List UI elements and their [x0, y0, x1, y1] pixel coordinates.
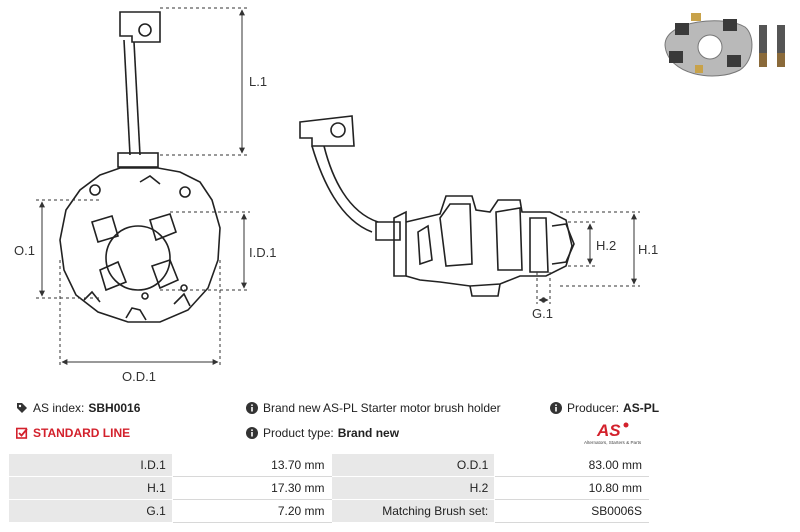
side-view-drawing: [299, 115, 575, 297]
info-icon: [246, 427, 258, 439]
spec-label: O.D.1: [330, 453, 496, 477]
matching-brush-set-link[interactable]: SB0006S: [494, 499, 649, 523]
producer-value: AS-PL: [623, 401, 660, 415]
spec-label: I.D.1: [8, 453, 173, 477]
side-view-dimensions: [536, 211, 640, 304]
spec-label: H.1: [8, 476, 173, 500]
as-pl-logo: AS Alternators, Starters & Parts: [584, 421, 642, 445]
spec-label: H.2: [330, 476, 496, 500]
info-icon: [246, 402, 258, 414]
as-index-value: SBH0016: [88, 401, 141, 415]
front-view-drawing: [59, 11, 221, 323]
spec-value: 17.30 mm: [171, 476, 332, 500]
dim-label-h2: H.2: [596, 238, 616, 253]
dim-label-id1: I.D.1: [249, 245, 276, 260]
spec-label: Matching Brush set:: [330, 499, 496, 523]
info-icon: [550, 402, 562, 414]
as-index-row: AS index: SBH0016: [16, 401, 140, 415]
standard-line-label: STANDARD LINE: [33, 426, 131, 440]
product-type-label: Product type:: [263, 426, 334, 440]
dim-label-h1: H.1: [638, 242, 658, 257]
technical-drawing: L.1 O.1 I.D.1 O.D.1 H.2 H.1 G.1: [14, 7, 658, 384]
description-row: Brand new AS-PL Starter motor brush hold…: [246, 401, 501, 415]
table-row: G.1 7.20 mm Matching Brush set: SB0006S: [8, 499, 649, 523]
spec-value: 83.00 mm: [494, 453, 649, 477]
product-description: Brand new AS-PL Starter motor brush hold…: [263, 401, 501, 415]
producer-row: Producer: AS-PL: [550, 401, 659, 415]
dim-label-g1: G.1: [532, 306, 553, 321]
tag-icon: [17, 403, 27, 413]
standard-line-row: STANDARD LINE: [16, 426, 130, 440]
producer-label: Producer:: [567, 401, 620, 415]
product-type-row: Product type: Brand new: [246, 426, 399, 440]
checkbox-icon: [16, 427, 28, 439]
spec-value: 10.80 mm: [494, 476, 649, 500]
table-row: H.1 17.30 mm H.2 10.80 mm: [8, 476, 649, 500]
spec-value: 13.70 mm: [171, 453, 332, 477]
logo-text: AS: [596, 421, 621, 440]
spec-value: 7.20 mm: [171, 499, 332, 523]
dim-label-o1: O.1: [14, 243, 35, 258]
spec-label: G.1: [8, 499, 173, 523]
logo-caption: Alternators, Starters & Parts: [584, 440, 642, 445]
product-photo: [655, 5, 797, 85]
front-view-dimensions: [36, 7, 250, 368]
spec-table: I.D.1 13.70 mm O.D.1 83.00 mm H.1 17.30 …: [8, 453, 649, 523]
dim-label-l1: L.1: [249, 74, 267, 89]
table-row: I.D.1 13.70 mm O.D.1 83.00 mm: [8, 453, 649, 477]
product-type-value: Brand new: [337, 426, 400, 440]
as-index-label: AS index:: [33, 401, 85, 415]
dim-label-od1: O.D.1: [122, 369, 156, 384]
